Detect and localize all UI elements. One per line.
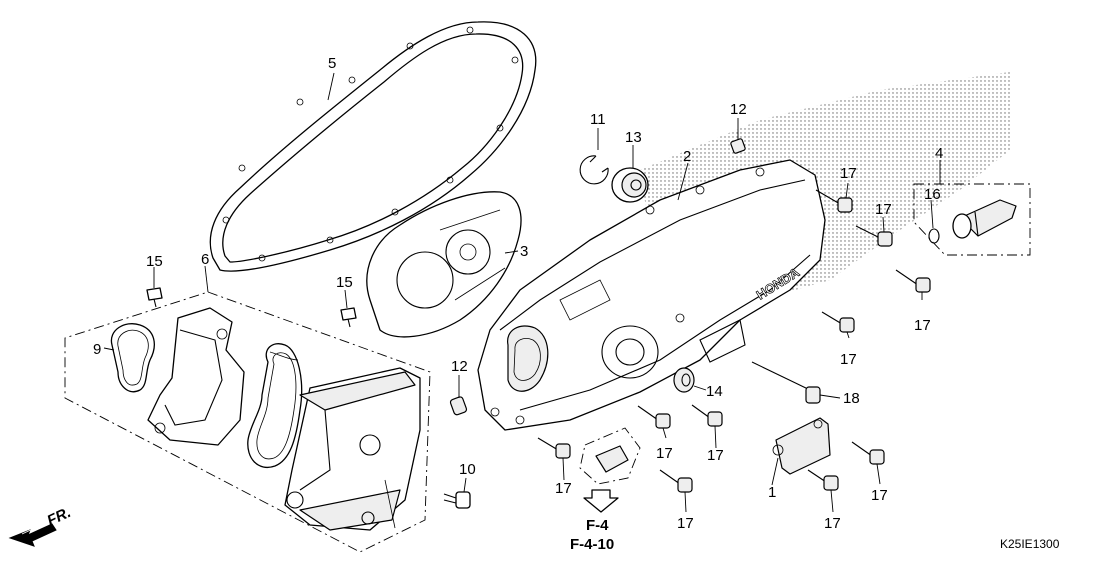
callout-17-b: 17 [875,201,892,218]
callout-12-top: 12 [730,101,747,118]
callout-17-d: 17 [840,351,857,368]
bolt-part-17-e [691,404,723,427]
bracket-part-1 [772,417,831,475]
dowel-pin-part-12-top [730,138,746,154]
inspection-cap-part-4 [952,199,1017,239]
screw-part-15-middle [340,307,357,328]
diagram-code: K25IE1300 [1000,537,1060,551]
callout-17-j: 17 [824,515,841,532]
leader-lines [103,72,941,513]
callout-17-e: 17 [656,445,673,462]
front-direction-label: FR. [45,504,74,530]
callout-1: 1 [768,484,776,501]
callout-5: 5 [328,55,336,72]
circlip-part-11 [579,155,609,185]
bearing-part-13 [611,167,649,203]
callout-6: 6 [201,251,209,268]
gasket-part-5 [209,21,537,272]
bolt-part-17-c [895,269,931,293]
bolt-part-17-j [807,469,839,491]
callout-11: 11 [590,111,606,128]
reference-arrow [583,489,619,513]
bolt-part-17-i [851,441,885,465]
callout-17-i: 17 [871,487,888,504]
callout-17-f: 17 [707,447,724,464]
callout-3: 3 [520,243,528,260]
callout-12-left: 12 [451,358,468,375]
callout-18: 18 [843,390,860,407]
front-direction-arrow: FR. [8,504,74,547]
callout-13: 13 [625,129,642,146]
dowel-pin-part-12-left [449,396,468,416]
bolt-part-10 [443,491,471,509]
callout-9: 9 [93,341,101,358]
bolt-part-17-a [815,189,853,213]
o-ring-part-16 [928,228,940,244]
callout-17-g: 17 [555,480,572,497]
reference-label-f4-10: F-4-10 [570,536,614,553]
gasket-part-3 [366,191,522,338]
callout-2: 2 [683,148,691,165]
callout-15-middle: 15 [336,274,353,291]
gasket-part-9 [110,323,155,393]
callout-14: 14 [706,383,723,400]
part-4-group-outline [913,183,1031,256]
oil-seal-part-14 [673,367,695,393]
part-6-group-outline [64,291,431,553]
bolt-part-17-g [537,437,571,459]
bolt-part-17-f [637,405,671,429]
callout-17-h: 17 [677,515,694,532]
screw-part-15-left [146,287,163,308]
duct-assembly-part-6 [147,307,421,531]
callout-16: 16 [924,186,941,203]
bolt-part-17-h [659,469,693,493]
bolt-part-17-d [821,311,855,333]
callout-4: 4 [935,145,943,162]
reference-label-f4: F-4 [586,517,609,534]
callout-17-a: 17 [840,165,857,182]
callout-15-left: 15 [146,253,163,270]
bolt-part-17-b [855,225,893,247]
long-bolt-part-18 [751,361,821,404]
hose-clip [579,427,641,485]
callout-10: 10 [459,461,476,478]
callout-17-c: 17 [914,317,931,334]
